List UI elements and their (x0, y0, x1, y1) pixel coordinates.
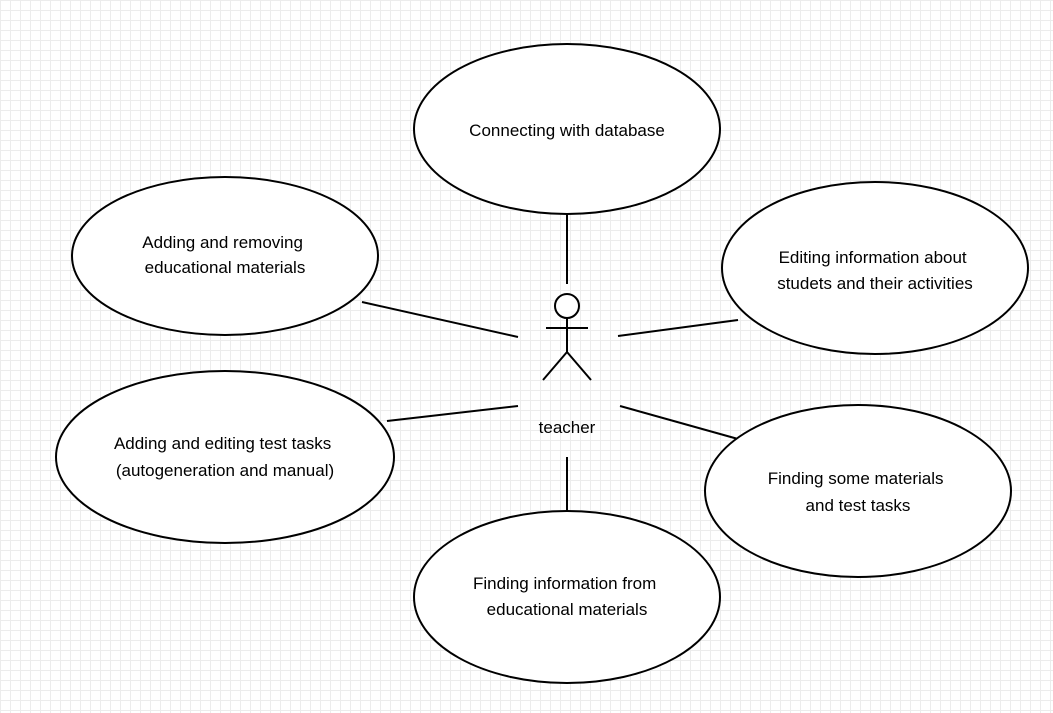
use-case-label-line: Connecting with database (469, 121, 665, 140)
use-case-label-line: Editing information about (779, 248, 967, 267)
use-case-ellipse (413, 43, 721, 215)
use-case-label: Editing information about studets and th… (777, 248, 973, 293)
use-case-label-line: Finding information from (473, 574, 656, 593)
use-case-ellipse (721, 181, 1029, 355)
actor-label: teacher (539, 418, 596, 437)
association-add-remove-materials (361, 301, 519, 338)
use-case-ellipse (413, 510, 721, 684)
use-case-edit-students[interactable]: Editing information about studets and th… (721, 181, 1029, 355)
association-add-edit-tests (386, 405, 519, 422)
use-case-label: Finding some materials and test tasks (768, 469, 948, 515)
use-case-label-line: educational materials (487, 600, 648, 619)
use-case-add-edit-tests[interactable]: Adding and editing test tasks (autogener… (55, 370, 395, 544)
use-case-label-line: Finding some materials (768, 469, 944, 488)
use-case-label-line: and test tasks (806, 496, 911, 515)
association-edit-students (617, 319, 739, 337)
use-case-label-line: Adding and removing (142, 233, 303, 252)
use-case-find-materials[interactable]: Finding some materials and test tasks (704, 404, 1012, 578)
use-case-label-line: studets and their activities (777, 274, 973, 293)
stick-figure-actor-icon (542, 293, 592, 381)
association-find-materials (619, 405, 739, 440)
use-case-label-line: (autogeneration and manual) (116, 461, 334, 480)
use-case-connect-db[interactable]: Connecting with database (413, 43, 721, 215)
use-case-ellipse (704, 404, 1012, 578)
associations (361, 214, 739, 511)
use-case-label: Adding and removing educational material… (142, 233, 307, 277)
use-case-label-line: educational materials (145, 258, 306, 277)
use-case-find-info[interactable]: Finding information from educational mat… (413, 510, 721, 684)
use-case-label: Finding information from educational mat… (473, 574, 661, 619)
use-case-label-line: Adding and editing test tasks (114, 434, 331, 453)
use-case-label: Connecting with database (469, 121, 665, 140)
actor-teacher[interactable]: teacher (539, 293, 596, 437)
use-case-ellipse (71, 176, 379, 336)
use-case-add-remove-materials[interactable]: Adding and removing educational material… (71, 176, 379, 336)
use-case-ellipse (55, 370, 395, 544)
use-case-label: Adding and editing test tasks (autogener… (114, 434, 336, 480)
